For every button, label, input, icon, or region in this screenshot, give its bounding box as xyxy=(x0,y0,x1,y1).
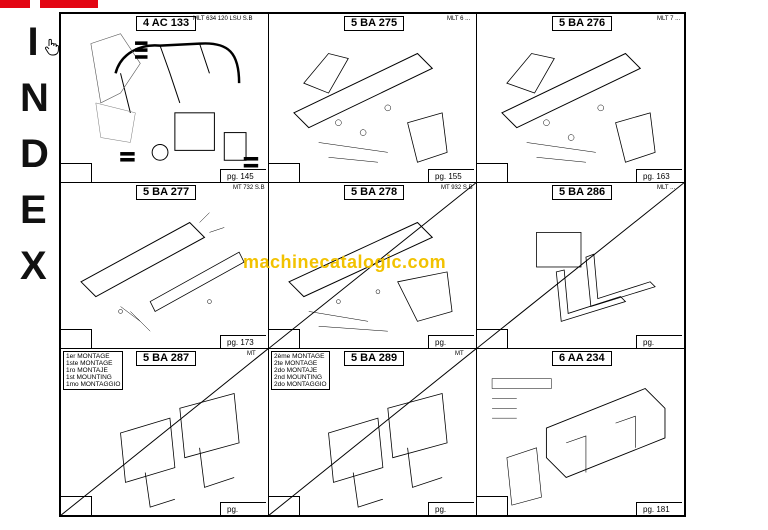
corner-box xyxy=(269,329,300,348)
index-cell-4ac133[interactable]: 4 AC 133 MLT 634 120 LSU S.B pg. 145 xyxy=(60,13,269,183)
mounting-legend: 2ème MONTAGE 2te MONTAGE 2do MONTAJE 2nd… xyxy=(271,351,330,390)
catalogue-code: 5 BA 286 xyxy=(552,185,613,200)
catalogue-code: 5 BA 276 xyxy=(552,16,613,31)
index-letter: D xyxy=(20,132,49,176)
fork-carriage-thumbnail xyxy=(61,349,268,515)
corner-box xyxy=(477,496,508,515)
model-label: MLT ... xyxy=(657,185,676,191)
mounting-legend: 1er MONTAGE 1ste MONTAGE 1ro MONTAJE 1st… xyxy=(63,351,124,390)
index-cell-5ba287[interactable]: 1er MONTAGE 1ste MONTAGE 1ro MONTAJE 1st… xyxy=(60,348,269,516)
mounting-line: 2do MONTAGGIO xyxy=(274,381,327,388)
corner-box xyxy=(269,163,300,182)
corner-box xyxy=(61,163,92,182)
hand-cursor-icon xyxy=(45,38,59,56)
catalogue-code: 5 BA 278 xyxy=(344,185,405,200)
catalogue-code: 6 AA 234 xyxy=(552,351,612,366)
mounting-line: 1ro MONTAJE xyxy=(66,367,108,374)
model-label: MT 732 S.B xyxy=(233,185,265,191)
index-cell-5ba276[interactable]: 5 BA 276 MLT 7 ... pg. 163 xyxy=(476,13,685,183)
index-cell-5ba278[interactable]: 5 BA 278 MT 932 S.B pg. xyxy=(268,182,477,349)
page-number[interactable]: pg. 155 xyxy=(428,169,474,182)
model-label: MT xyxy=(455,351,464,357)
index-letter: I xyxy=(27,20,39,64)
page-number[interactable]: pg. 145 xyxy=(220,169,266,182)
catalogue-code: 5 BA 289 xyxy=(344,351,405,366)
corner-box xyxy=(61,329,92,348)
model-label: MLT 6 ... xyxy=(447,16,471,22)
page-number[interactable]: pg. 181 xyxy=(636,502,682,515)
catalogue-index-grid: 4 AC 133 MLT 634 120 LSU S.B pg. 145 5 B… xyxy=(59,12,686,517)
index-letter: E xyxy=(20,188,47,232)
mounting-line: 1st MOUNTING xyxy=(66,374,112,381)
fork-carriage-thumbnail xyxy=(269,349,476,515)
fork-carriage-thumbnail xyxy=(477,183,684,348)
harness-diagram-thumbnail xyxy=(90,33,259,168)
index-letter: N xyxy=(20,76,49,120)
page-number[interactable]: pg. xyxy=(428,335,474,348)
corner-box xyxy=(477,329,508,348)
corner-box xyxy=(477,163,508,182)
page-number[interactable]: pg. xyxy=(220,502,266,515)
boom-diagram-thumbnail xyxy=(80,212,245,332)
top-red-bar-left xyxy=(0,0,30,8)
page-number[interactable]: pg. xyxy=(428,502,474,515)
catalogue-code: 4 AC 133 xyxy=(136,16,197,31)
model-label: MLT 634 120 LSU S.B xyxy=(193,16,253,22)
top-red-bar-right xyxy=(40,0,98,8)
mounting-line: 2te MONTAGE xyxy=(274,360,318,367)
model-label: MLT 7 ... xyxy=(657,16,681,22)
catalogue-code: 5 BA 287 xyxy=(136,351,197,366)
mounting-line: 2ème MONTAGE xyxy=(274,353,325,360)
catalogue-code: 5 BA 275 xyxy=(344,16,405,31)
boom-diagram-thumbnail xyxy=(293,52,448,163)
page-number[interactable]: pg. xyxy=(636,335,682,348)
mounting-line: 1mo MONTAGGIO xyxy=(66,381,121,388)
index-cell-5ba289[interactable]: 2ème MONTAGE 2te MONTAGE 2do MONTAJE 2nd… xyxy=(268,348,477,516)
site-watermark: machinecatalogic.com xyxy=(243,252,447,272)
index-cell-6aa234[interactable]: 6 AA 234 pg. 181 xyxy=(476,348,685,516)
mounting-line: 1ste MONTAGE xyxy=(66,360,113,367)
index-cell-5ba286[interactable]: 5 BA 286 MLT ... pg. xyxy=(476,182,685,349)
page-number[interactable]: pg. 163 xyxy=(636,169,682,182)
corner-box xyxy=(269,496,300,515)
page-number[interactable]: pg. 173 xyxy=(220,335,266,348)
catalogue-code: 5 BA 277 xyxy=(136,185,197,200)
model-label: MT xyxy=(247,351,256,357)
index-cell-5ba275[interactable]: 5 BA 275 MLT 6 ... pg. 155 xyxy=(268,13,477,183)
chassis-diagram-thumbnail xyxy=(491,378,666,506)
mounting-line: 1er MONTAGE xyxy=(66,353,110,360)
index-title: I N D E X xyxy=(20,14,49,294)
model-label: MT 932 S.B xyxy=(441,185,473,191)
boom-diagram-thumbnail xyxy=(501,52,656,163)
boom-diagram-thumbnail xyxy=(269,183,476,348)
index-letter: X xyxy=(20,244,47,288)
index-cell-5ba277[interactable]: 5 BA 277 MT 732 S.B pg. 173 xyxy=(60,182,269,349)
mounting-line: 2nd MOUNTING xyxy=(274,374,323,381)
mounting-line: 2do MONTAJE xyxy=(274,367,318,374)
corner-box xyxy=(61,496,92,515)
